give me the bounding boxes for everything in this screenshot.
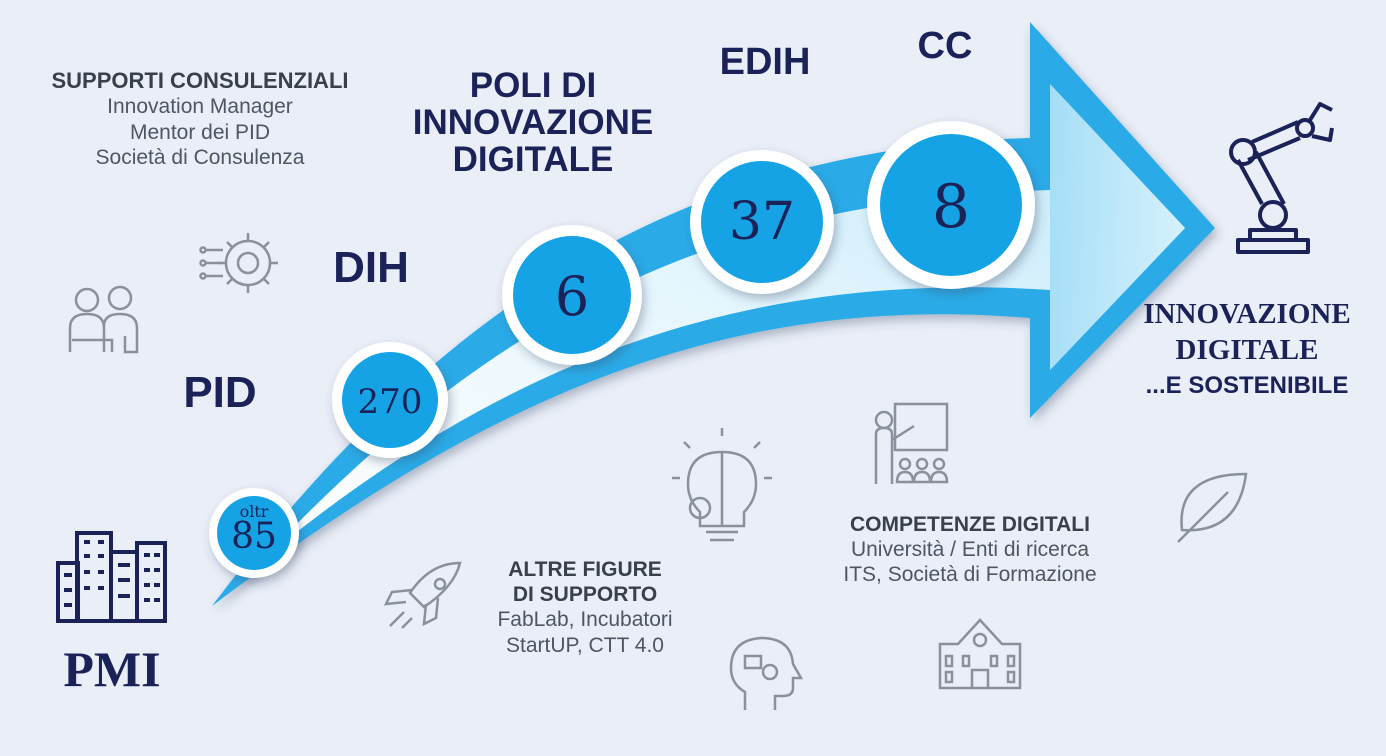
innovazione-line-3: ...E SOSTENIBILE (1145, 371, 1349, 399)
stage-label-poli: POLI DI INNOVAZIONE DIGITALE (388, 66, 678, 179)
pmi-label: PMI (63, 641, 161, 697)
innovazione-line-1: INNOVAZIONE (1143, 298, 1351, 330)
circle-pid-prefix: oltr (239, 502, 269, 521)
gear-network-icon (199, 233, 278, 293)
teacher-icon (874, 402, 949, 484)
lightbulb-gear-icon (672, 428, 772, 542)
circle-pid (209, 488, 299, 578)
circle-edih-value: 37 (728, 192, 796, 252)
circle-poli (502, 225, 642, 365)
altre-title-1: ALTRE FIGURE (508, 558, 662, 581)
circle-dih (332, 342, 448, 458)
altre-figure-block: ALTRE FIGURE DI SUPPORTO FabLab, Incubat… (450, 557, 720, 658)
supporti-line-2: Mentor dei PID (129, 120, 271, 144)
leaf-icon (1177, 472, 1248, 543)
competenze-line-2: ITS, Società di Formazione (843, 563, 1097, 587)
supporti-title: SUPPORTI CONSULENZIALI (51, 68, 349, 93)
circle-poli-value: 6 (554, 265, 590, 328)
competenze-title: COMPETENZE DIGITALI (850, 513, 1090, 536)
people-icon (68, 285, 139, 354)
stage-label-cc: CC (917, 25, 973, 67)
stage-label-pid: PID (183, 368, 257, 417)
stage-label-dih: DIH (333, 243, 409, 292)
buildings-icon (56, 531, 167, 623)
innovazione-block: INNOVAZIONE DIGITALE ...E SOSTENIBILE (1112, 296, 1382, 401)
circle-cc (867, 121, 1035, 289)
altre-line-2: StartUP, CTT 4.0 (506, 633, 664, 657)
school-building-icon (938, 618, 1022, 690)
circle-edih (690, 150, 834, 294)
stage-label-edih: EDIH (719, 41, 811, 83)
circle-cc-value: 8 (931, 172, 971, 242)
circle-pid-value: 85 (231, 516, 277, 557)
arrow-head-fill (1050, 84, 1185, 370)
poli-line-2: INNOVAZIONE (412, 102, 654, 142)
robot-arm-icon (1229, 102, 1334, 254)
altre-title-2: DI SUPPORTO (512, 583, 658, 607)
rocket-icon (383, 561, 462, 629)
circle-dih-value: 270 (357, 382, 423, 422)
altre-line-1: FabLab, Incubatori (497, 608, 673, 632)
supporti-line-1: Innovation Manager (107, 95, 293, 119)
innovazione-line-2: DIGITALE (1175, 334, 1319, 367)
supporti-line-3: Società di Consulenza (95, 145, 305, 169)
competenze-block: COMPETENZE DIGITALI Università / Enti di… (790, 512, 1150, 588)
supporti-consulenziali-block: SUPPORTI CONSULENZIALI Innovation Manage… (10, 68, 390, 170)
poli-line-1: POLI DI (469, 66, 597, 105)
poli-line-3: DIGITALE (452, 139, 614, 179)
head-gears-icon (729, 636, 804, 710)
competenze-line-1: Università / Enti di ricerca (850, 538, 1090, 562)
